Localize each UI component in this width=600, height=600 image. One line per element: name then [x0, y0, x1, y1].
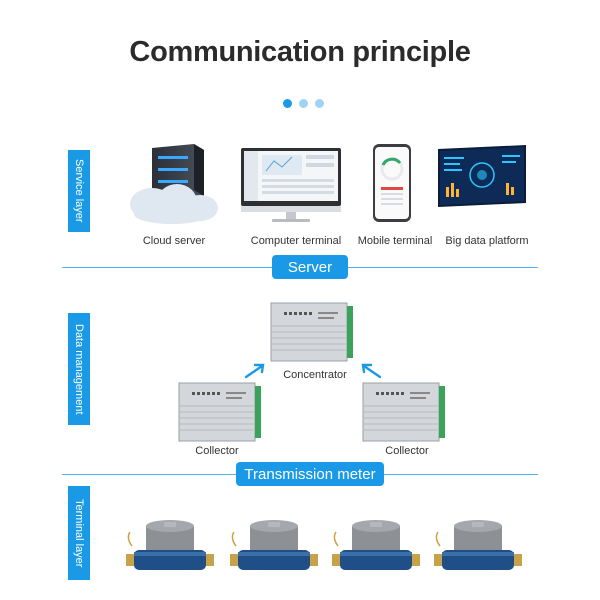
- data-management-label: Data management: [68, 313, 90, 425]
- water-meter-icon: [432, 516, 524, 576]
- service-label-big-data-platform: Big data platform: [445, 235, 529, 247]
- concentrator-device-icon: [270, 302, 354, 362]
- dashboard-screen-icon: [436, 143, 528, 213]
- water-meter-icon: [124, 516, 216, 576]
- arrow-left-icon: [244, 363, 266, 379]
- computer-monitor-icon: [240, 147, 342, 223]
- concentrator-label: Concentrator: [283, 369, 347, 381]
- smartphone-icon: [372, 143, 412, 223]
- service-label-computer-terminal: Computer terminal: [250, 235, 342, 247]
- collector-left-device-icon: [178, 382, 262, 442]
- carousel-dot-1[interactable]: [283, 99, 292, 108]
- terminal-layer-label: Terminal layer: [68, 486, 90, 580]
- server-pill: Server: [272, 255, 348, 279]
- collector-right-label: Collector: [385, 445, 429, 457]
- transmission-meter-pill: Transmission meter: [236, 462, 384, 486]
- service-layer-label: Service layer: [68, 150, 90, 232]
- service-label-cloud-server: Cloud server: [142, 235, 206, 247]
- carousel-dots[interactable]: [283, 99, 324, 108]
- water-meter-icon: [228, 516, 320, 576]
- carousel-dot-2[interactable]: [299, 99, 308, 108]
- water-meter-icon: [330, 516, 422, 576]
- carousel-dot-3[interactable]: [315, 99, 324, 108]
- cloud-server-icon: [122, 140, 222, 228]
- collector-right-device-icon: [362, 382, 446, 442]
- collector-left-label: Collector: [195, 445, 239, 457]
- page-title: Communication principle: [129, 36, 471, 68]
- arrow-right-icon: [360, 363, 382, 379]
- service-label-mobile-terminal: Mobile terminal: [357, 235, 433, 247]
